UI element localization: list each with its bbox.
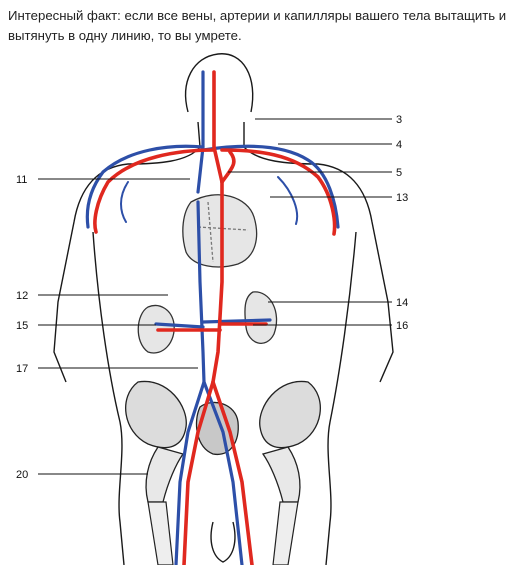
- circulatory-system-diagram: 3 4 5 13 11 12 14 15 16 17 20: [8, 52, 513, 567]
- label-11: 11: [16, 174, 27, 186]
- heart: [182, 194, 258, 268]
- label-4: 4: [396, 139, 402, 151]
- label-13: 13: [396, 192, 408, 204]
- fact-caption: Интересный факт: если все вены, артерии …: [8, 8, 507, 43]
- label-3: 3: [396, 114, 402, 126]
- body-outline: [53, 53, 394, 566]
- label-15: 15: [16, 320, 28, 332]
- label-17: 17: [16, 363, 28, 375]
- pelvis: [125, 380, 321, 503]
- arteries: [93, 70, 337, 567]
- label-5: 5: [396, 167, 402, 179]
- left-kidney: [137, 304, 175, 354]
- label-20: 20: [16, 469, 28, 481]
- femurs: [147, 501, 299, 566]
- kidneys: [137, 291, 278, 354]
- veins: [85, 70, 340, 567]
- leader-lines: [38, 118, 392, 475]
- label-12: 12: [16, 290, 28, 302]
- right-kidney: [244, 291, 278, 344]
- label-14: 14: [396, 297, 408, 309]
- label-16: 16: [396, 320, 408, 332]
